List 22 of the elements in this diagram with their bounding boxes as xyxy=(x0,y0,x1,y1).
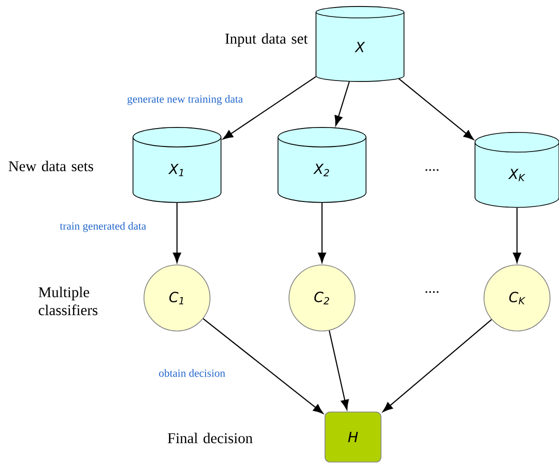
database-cylinder: X$_{2}$ xyxy=(278,127,366,203)
arrow xyxy=(328,330,349,410)
database-cylinder: X$_{K}$ xyxy=(474,132,559,208)
edge-label: train generated data xyxy=(60,222,146,232)
arrow xyxy=(222,76,316,140)
database-cylinder: X$_{1}$ xyxy=(132,127,222,203)
arrow xyxy=(398,78,474,140)
ellipsis: .... xyxy=(426,169,438,171)
arrow xyxy=(382,319,492,412)
arrow xyxy=(512,208,522,263)
ellipsis: .... xyxy=(426,291,438,293)
arrow xyxy=(202,318,324,414)
row-label: Multiple classifiers xyxy=(38,286,98,316)
decision-box: H xyxy=(324,412,382,462)
database-cylinder: X xyxy=(316,6,404,82)
arrow xyxy=(172,202,182,263)
edge-label: obtain decision xyxy=(159,369,226,377)
arrow xyxy=(334,81,350,126)
row-label: New data sets xyxy=(8,160,94,172)
arrow xyxy=(318,202,326,263)
edge-label: generate new training data xyxy=(128,95,243,105)
row-label: Final decision xyxy=(168,432,253,444)
